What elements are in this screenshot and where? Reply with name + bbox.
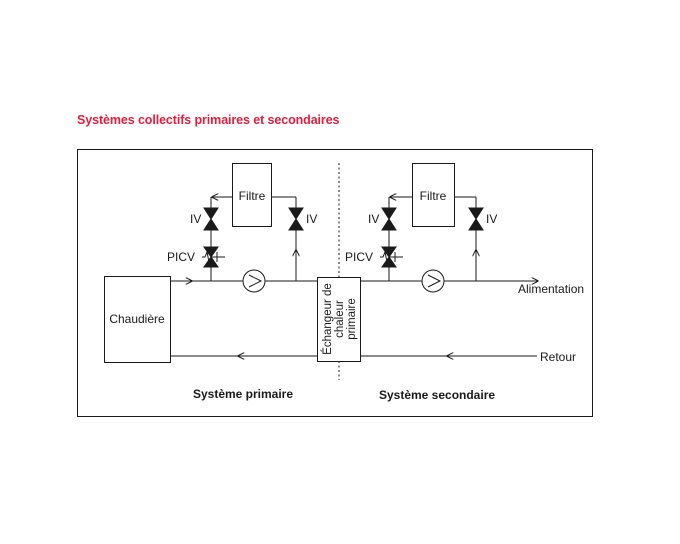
secondary-system <box>361 163 538 357</box>
primary-system <box>104 163 317 363</box>
exchanger-label-line-2: chaleur <box>334 300 346 338</box>
iv-label: IV <box>190 212 201 226</box>
filter-box <box>232 163 272 227</box>
diagram-frame <box>77 149 593 417</box>
valve-icon <box>468 207 484 231</box>
primary-system-label: Système primaire <box>193 387 293 401</box>
picv-label: PICV <box>345 250 373 264</box>
valve-icon <box>203 207 219 231</box>
iv-label: IV <box>368 212 379 226</box>
iv-label: IV <box>486 212 497 226</box>
filter-label: Filtre <box>420 189 447 203</box>
boiler-box <box>104 276 171 363</box>
pump-icon <box>242 269 266 293</box>
pump-icon <box>421 269 445 293</box>
filter-box <box>412 163 455 227</box>
return-label: Retour <box>540 350 576 364</box>
picv-valve-icon <box>380 246 403 268</box>
exchanger-label-line-1: Échangeur de <box>321 283 334 355</box>
filter-label: Filtre <box>239 189 266 203</box>
iv-label: IV <box>306 212 317 226</box>
figure-title: Systèmes collectifs primaires et seconda… <box>77 113 340 127</box>
valve-icon <box>288 207 304 231</box>
heat-exchanger-box <box>317 277 361 362</box>
supply-label: Alimentation <box>518 282 584 296</box>
secondary-system-label: Système secondaire <box>379 388 495 402</box>
picv-label: PICV <box>167 250 195 264</box>
exchanger-label-line-3: primaire <box>346 298 358 340</box>
picv-valve-icon <box>202 246 225 268</box>
valve-icon <box>381 207 397 231</box>
boiler-label: Chaudière <box>109 312 165 326</box>
